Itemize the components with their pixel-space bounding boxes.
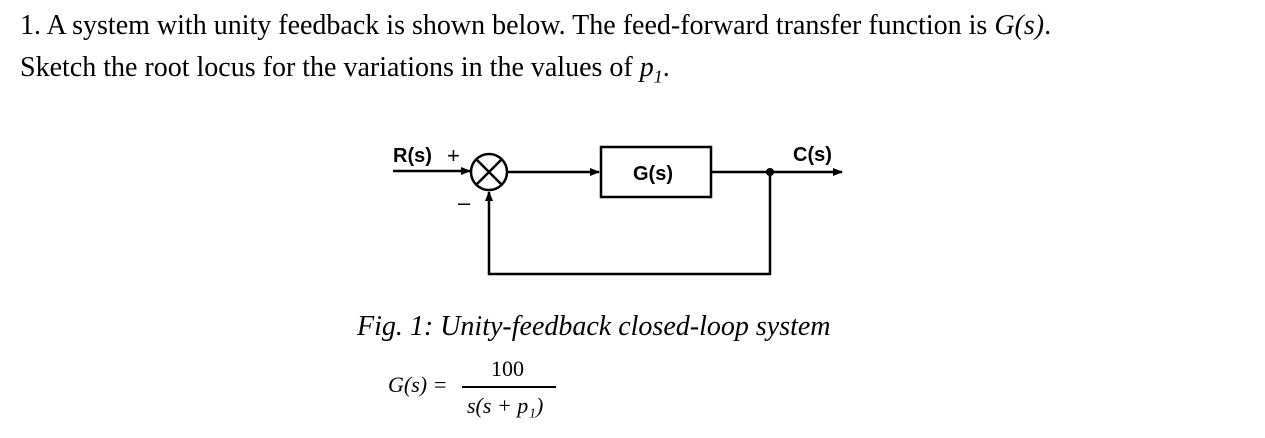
formula-lhs: G(s) = — [388, 372, 448, 397]
question-line-1: 1. A system with unity feedback is shown… — [20, 10, 1051, 42]
input-label: R(s) — [393, 145, 432, 167]
figure-caption: Fig. 1: Unity-feedback closed-loop syste… — [357, 311, 831, 342]
formula-denominator: s(s + p₁) — [467, 393, 544, 418]
plus-sign: + — [447, 143, 460, 168]
question-period-2: . — [662, 52, 670, 83]
feedback-path — [485, 172, 772, 276]
summing-junction — [469, 152, 509, 192]
question-text-1: 1. A system with unity feedback is shown… — [20, 10, 995, 41]
question-text-2: Sketch the root locus for the variations… — [20, 52, 640, 83]
transfer-function-symbol: G(s) — [994, 10, 1045, 41]
minus-sign: – — [458, 190, 471, 215]
block-label: G(s) — [633, 163, 673, 185]
transfer-function-block — [599, 145, 713, 199]
output-label: C(s) — [793, 144, 832, 166]
parameter-symbol: p — [639, 52, 654, 83]
question-period-1: . — [1044, 10, 1052, 41]
fraction-bar — [462, 386, 556, 388]
question-line-2: Sketch the root locus for the variations… — [20, 52, 670, 93]
parameter-subscript: 1 — [653, 66, 663, 87]
formula-numerator: 100 — [491, 356, 524, 381]
